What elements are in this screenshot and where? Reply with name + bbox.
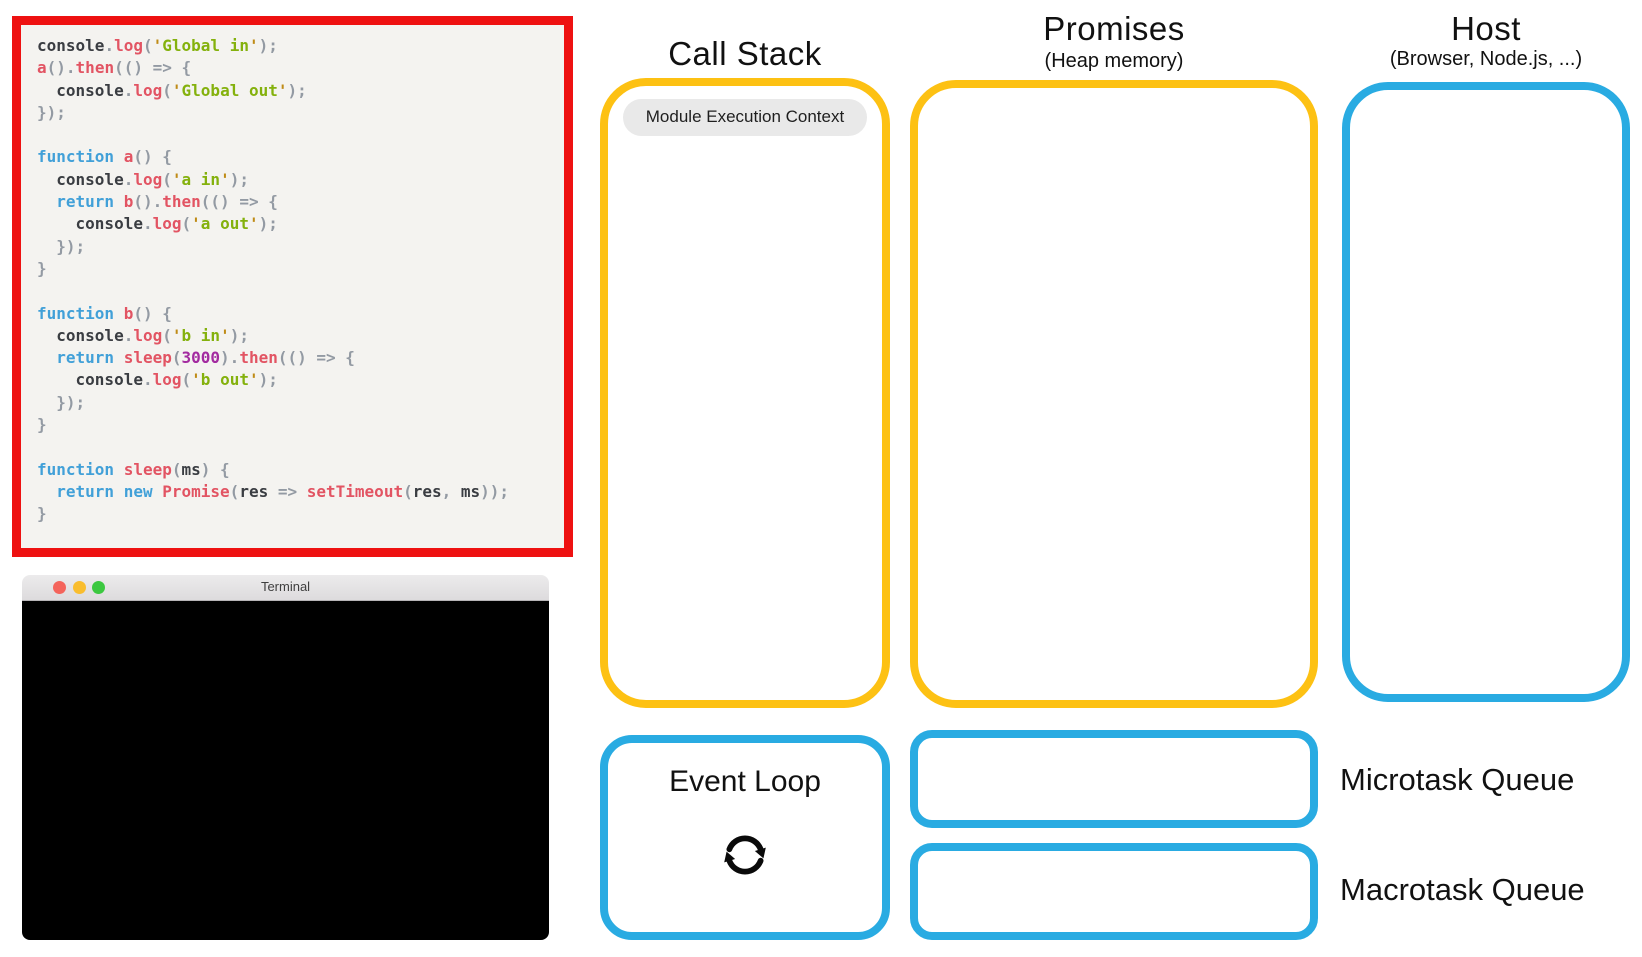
- sync-icon-svg: [724, 835, 766, 875]
- host-title: Host: [1451, 10, 1521, 47]
- code-line: console.log('Global out');: [56, 80, 307, 100]
- terminal-titlebar: Terminal: [22, 575, 549, 601]
- code-line: });: [37, 236, 86, 256]
- macrotask-queue-box: [910, 843, 1318, 940]
- microtask-queue-label: Microtask Queue: [1340, 762, 1575, 797]
- sync-icon: [608, 823, 882, 887]
- code-line: console.log('Global in');: [37, 36, 278, 55]
- code-line: function sleep(ms) {: [37, 459, 230, 479]
- code-line: console.log('b in');: [56, 325, 249, 345]
- code-line: function b() {: [37, 303, 172, 323]
- event-loop-box: Event Loop: [600, 735, 890, 940]
- promises-title: Promises: [1043, 10, 1185, 47]
- call-stack-box: Module Execution Context: [600, 78, 890, 708]
- terminal-window: Terminal: [22, 575, 549, 940]
- code-line: return b().then(() => {: [56, 192, 278, 212]
- code-line: [37, 436, 564, 458]
- code-line: [37, 124, 564, 146]
- minimize-button[interactable]: [73, 581, 86, 594]
- microtask-queue-box: [910, 730, 1318, 828]
- host-subtitle: (Browser, Node.js, ...): [1389, 48, 1583, 70]
- terminal-body[interactable]: [22, 601, 549, 940]
- code-line: console.log('a in');: [56, 169, 249, 189]
- event-loop-title: Event Loop: [669, 765, 821, 798]
- promises-subtitle: (Heap memory): [1044, 50, 1184, 72]
- code-line: return sleep(3000).then(() => {: [56, 348, 355, 368]
- code-line: a().then(() => {: [37, 58, 192, 78]
- code-line: });: [37, 392, 86, 412]
- call-stack-title: Call Stack: [668, 35, 822, 72]
- code-lines: console.log('Global in'); a().then(() => …: [21, 25, 564, 526]
- terminal-title: Terminal: [260, 579, 311, 594]
- code-line: }: [37, 504, 47, 524]
- code-line: });: [37, 102, 66, 122]
- code-line: }: [37, 258, 47, 278]
- code-panel: console.log('Global in'); a().then(() => …: [12, 16, 573, 557]
- macrotask-queue-label: Macrotask Queue: [1340, 872, 1585, 907]
- host-box: [1342, 82, 1630, 702]
- code-line: console.log('b out');: [75, 370, 278, 390]
- code-line: function a() {: [37, 147, 172, 167]
- zoom-button[interactable]: [92, 581, 105, 594]
- code-line: }: [37, 415, 47, 435]
- promises-box: [910, 80, 1318, 708]
- code-line: [37, 280, 564, 302]
- close-button[interactable]: [53, 581, 66, 594]
- code-line: console.log('a out');: [75, 214, 278, 234]
- stack-frame-module-execution-context: Module Execution Context: [623, 99, 867, 136]
- code-line: return new Promise(res => setTimeout(res…: [56, 481, 510, 501]
